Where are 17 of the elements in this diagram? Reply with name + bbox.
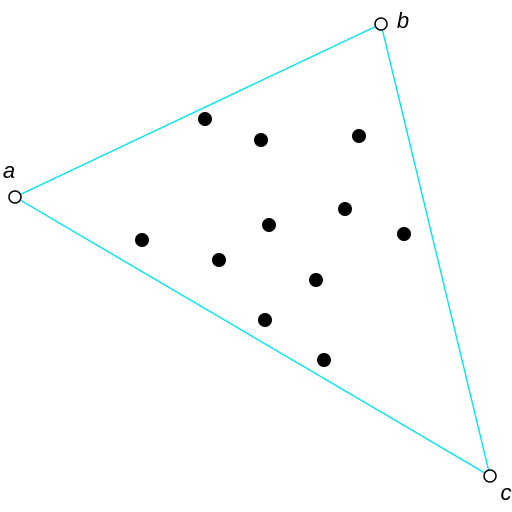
point <box>198 112 212 126</box>
point <box>212 253 226 267</box>
point <box>135 233 149 247</box>
point <box>258 313 272 327</box>
vertex-label: b <box>397 12 408 28</box>
point <box>397 227 411 241</box>
point <box>262 218 276 232</box>
point <box>338 202 352 216</box>
vertex-label: a <box>3 166 14 178</box>
vertex-label: c <box>501 488 512 500</box>
triangle-side <box>20 26 376 195</box>
triangle-side <box>382 30 490 470</box>
point <box>254 133 268 147</box>
triangle-side <box>20 200 485 474</box>
point <box>309 273 323 287</box>
point <box>317 353 331 367</box>
point <box>352 129 366 143</box>
